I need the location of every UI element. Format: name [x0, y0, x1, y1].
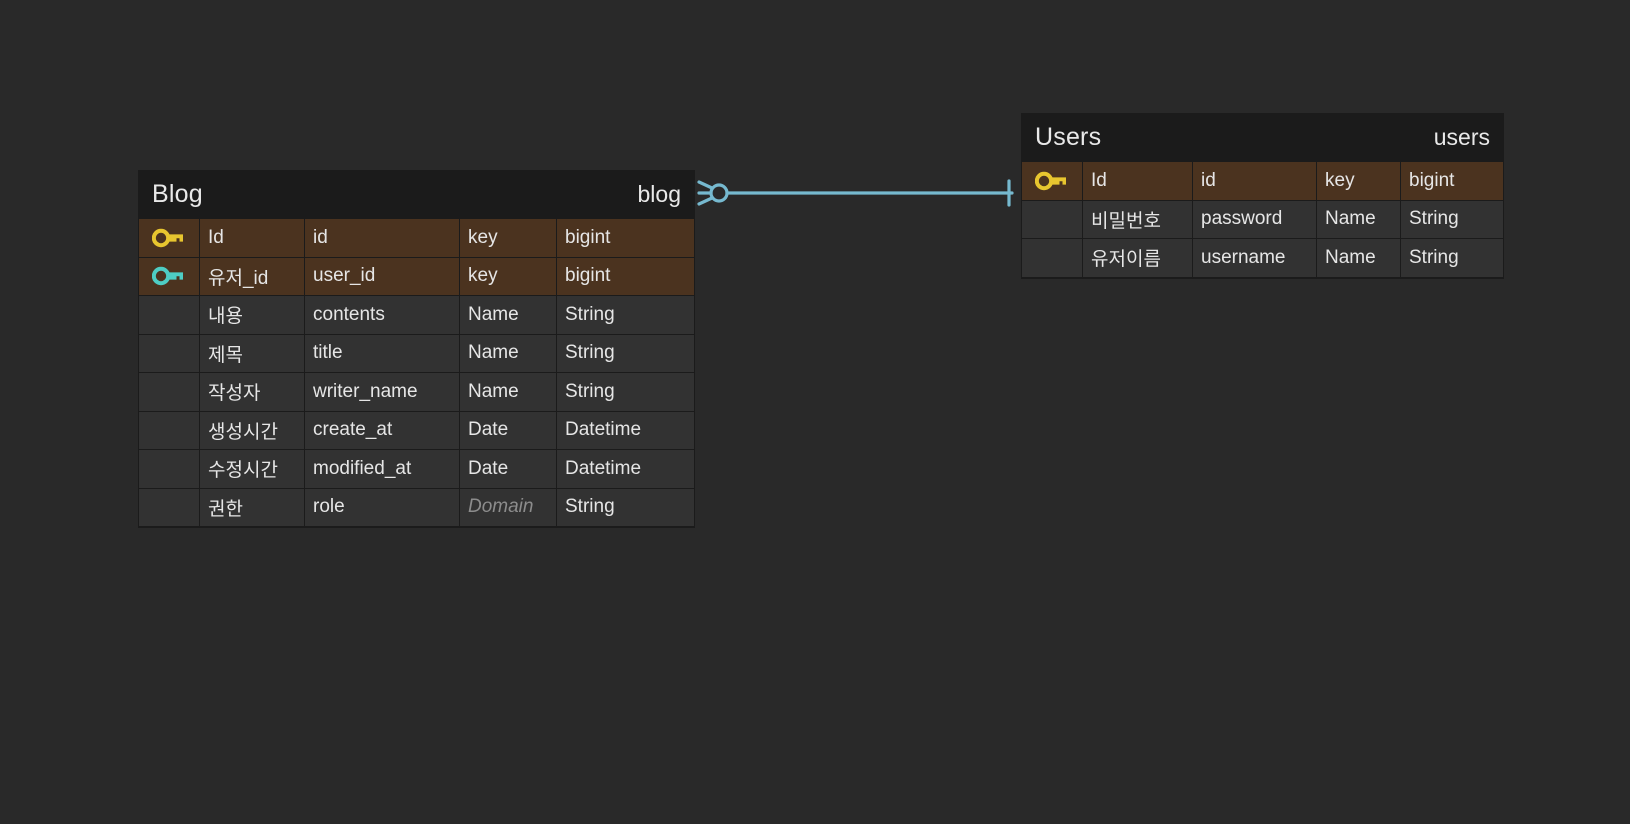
column-physical-name: modified_at — [305, 450, 460, 489]
entity-blog-physical-name: blog — [637, 181, 681, 207]
column-logical-name: 생성시간 — [200, 411, 305, 450]
column-type: String — [1401, 200, 1503, 239]
table-row[interactable]: 비밀번호 password Name String — [1022, 200, 1503, 239]
column-physical-name: id — [305, 219, 460, 258]
column-logical-name: Id — [200, 219, 305, 258]
column-type: bigint — [557, 257, 694, 296]
key-icon-slot-empty — [139, 488, 200, 527]
column-domain: key — [1317, 162, 1401, 201]
column-type: String — [557, 334, 694, 373]
column-logical-name: 유저이름 — [1083, 239, 1193, 278]
column-domain: key — [460, 257, 557, 296]
primary-key-icon — [139, 219, 200, 258]
primary-key-icon-glyph — [1035, 171, 1066, 190]
entity-blog[interactable]: Blog blog Id id key bigint — [138, 170, 695, 528]
column-domain: Date — [460, 450, 557, 489]
key-icon-slot-empty — [1022, 239, 1083, 278]
entity-users-columns: Id id key bigint 비밀번호 password Name Stri… — [1021, 162, 1504, 279]
table-row[interactable]: 제목 title Name String — [139, 334, 694, 373]
crowsfoot-lower-prong — [697, 196, 714, 206]
column-logical-name: 권한 — [200, 488, 305, 527]
column-domain: key — [460, 219, 557, 258]
entity-blog-logical-name: Blog — [152, 180, 203, 208]
table-row[interactable]: 작성자 writer_name Name String — [139, 373, 694, 412]
table-row[interactable]: 수정시간 modified_at Date Datetime — [139, 450, 694, 489]
column-type: String — [557, 373, 694, 412]
entity-users-physical-name: users — [1433, 124, 1490, 150]
column-logical-name: 내용 — [200, 296, 305, 335]
entity-users[interactable]: Users users Id id key bigint 비밀번호 — [1021, 113, 1504, 279]
column-physical-name: username — [1193, 239, 1317, 278]
column-domain: Name — [1317, 200, 1401, 239]
entity-users-logical-name: Users — [1035, 123, 1102, 151]
column-physical-name: contents — [305, 296, 460, 335]
column-domain: Date — [460, 411, 557, 450]
table-row[interactable]: 생성시간 create_at Date Datetime — [139, 411, 694, 450]
column-logical-name: 제목 — [200, 334, 305, 373]
column-domain: Name — [460, 334, 557, 373]
column-logical-name: Id — [1083, 162, 1193, 201]
table-row[interactable]: Id id key bigint — [139, 219, 694, 258]
key-icon-slot-empty — [139, 450, 200, 489]
primary-key-icon — [1022, 162, 1083, 201]
foreign-key-icon-glyph — [152, 267, 183, 286]
column-physical-name: create_at — [305, 411, 460, 450]
column-type: bigint — [557, 219, 694, 258]
entity-blog-header[interactable]: Blog blog — [138, 170, 695, 219]
column-physical-name: user_id — [305, 257, 460, 296]
column-logical-name: 비밀번호 — [1083, 200, 1193, 239]
column-logical-name: 유저_id — [200, 257, 305, 296]
key-icon-slot-empty — [139, 296, 200, 335]
column-physical-name: role — [305, 488, 460, 527]
column-physical-name: title — [305, 334, 460, 373]
column-domain: Name — [1317, 239, 1401, 278]
key-icon-slot-empty — [139, 373, 200, 412]
column-type: bigint — [1401, 162, 1503, 201]
primary-key-icon-glyph — [152, 228, 183, 247]
column-domain: Name — [460, 373, 557, 412]
relation-zero-circle — [709, 183, 729, 203]
column-type: String — [557, 488, 694, 527]
table-row[interactable]: Id id key bigint — [1022, 162, 1503, 201]
foreign-key-icon — [139, 257, 200, 296]
table-row[interactable]: 유저_id user_id key bigint — [139, 257, 694, 296]
table-row[interactable]: 권한 role Domain String — [139, 488, 694, 527]
blog-users-relation — [697, 179, 1014, 207]
column-type: Datetime — [557, 411, 694, 450]
column-type: Datetime — [557, 450, 694, 489]
column-domain-placeholder: Domain — [460, 488, 557, 527]
column-type: String — [557, 296, 694, 335]
entity-users-header[interactable]: Users users — [1021, 113, 1504, 162]
column-logical-name: 작성자 — [200, 373, 305, 412]
column-physical-name: password — [1193, 200, 1317, 239]
key-icon-slot-empty — [1022, 200, 1083, 239]
table-row[interactable]: 내용 contents Name String — [139, 296, 694, 335]
column-physical-name: writer_name — [305, 373, 460, 412]
column-domain: Name — [460, 296, 557, 335]
key-icon-slot-empty — [139, 411, 200, 450]
key-icon-slot-empty — [139, 334, 200, 373]
column-type: String — [1401, 239, 1503, 278]
entity-blog-columns: Id id key bigint 유저_id user_id key bigin… — [138, 219, 695, 528]
table-row[interactable]: 유저이름 username Name String — [1022, 239, 1503, 278]
column-logical-name: 수정시간 — [200, 450, 305, 489]
column-physical-name: id — [1193, 162, 1317, 201]
crowsfoot-upper-prong — [697, 180, 714, 190]
